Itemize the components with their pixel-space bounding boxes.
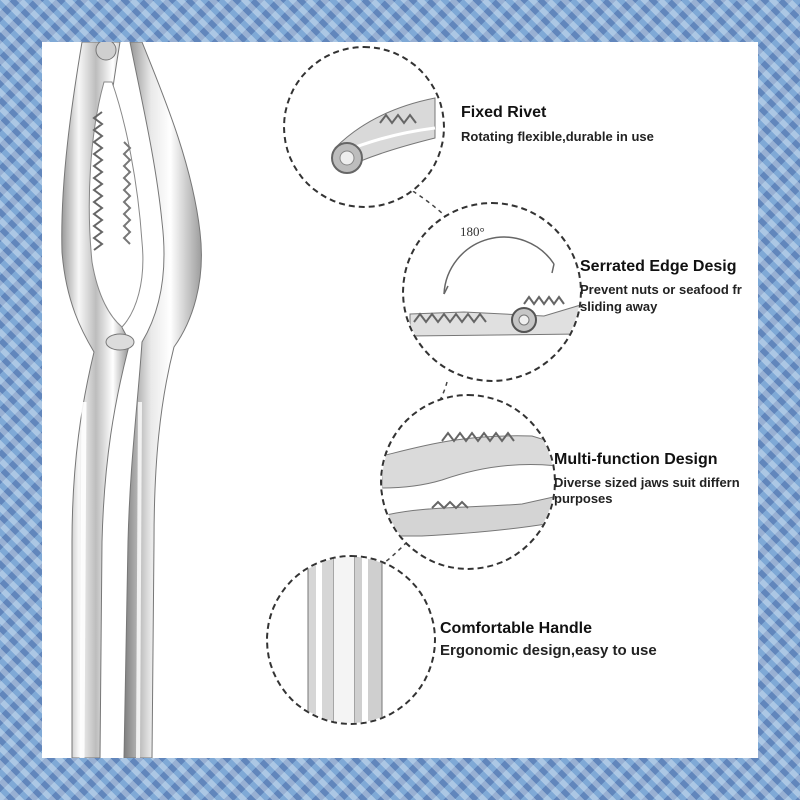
multi-function-jaws-closeup-image <box>382 431 554 537</box>
serrated-edge-description-line-2: sliding away <box>580 299 658 314</box>
angle-label: 180° <box>460 224 485 239</box>
multi-function-title: Multi-function Design <box>554 451 718 468</box>
fixed-rivet-title: Fixed Rivet <box>461 104 547 121</box>
handle-closeup-image <box>307 557 383 723</box>
comfortable-handle-title: Comfortable Handle <box>440 620 593 637</box>
rivet-closeup-image <box>331 97 436 174</box>
multi-function-description-line-2: purposes <box>554 491 613 506</box>
serrated-edge-detail-circle: 180° <box>402 202 582 382</box>
fixed-rivet-detail-circle <box>283 46 445 208</box>
nut-cracker-pliers-image <box>61 42 202 758</box>
multi-function-detail-circle <box>380 394 556 570</box>
serrated-edge-title: Serrated Edge Desig <box>580 258 737 275</box>
comfortable-handle-description: Ergonomic design,easy to use <box>440 642 657 659</box>
serrated-edge-closeup-image: 180° <box>409 224 580 337</box>
serrated-edge-description-line-1: Prevent nuts or seafood fr <box>580 282 742 297</box>
product-image-canvas: Fixed Rivet Rotating flexible,durable in… <box>42 42 758 758</box>
multi-function-description-line-1: Diverse sized jaws suit differn <box>554 475 740 490</box>
comfortable-handle-detail-circle <box>266 555 436 725</box>
fixed-rivet-description: Rotating flexible,durable in use <box>461 129 654 144</box>
